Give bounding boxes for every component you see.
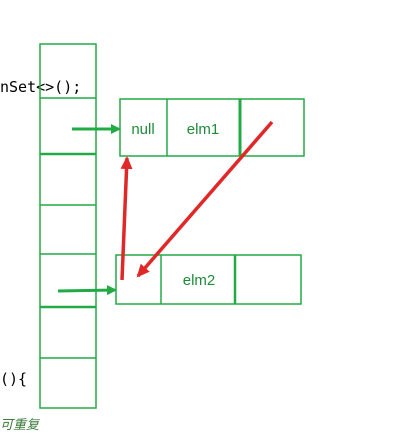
code-line-method: (){	[0, 370, 28, 388]
node-2-cell-elm2: elm2	[183, 272, 216, 289]
bucket-array-outline	[39, 43, 97, 409]
bucket-array	[39, 43, 97, 409]
node-2-prev-to-node-1-arrow	[120, 156, 133, 281]
node-1-cell-elm1: elm1	[187, 121, 220, 138]
footer-caption: 可重复	[0, 418, 40, 433]
node-2-outline	[115, 254, 302, 305]
node-2	[115, 254, 302, 305]
node-1-next-to-node-2-arrow	[136, 120, 274, 278]
node-1-cell-null: null	[131, 121, 154, 138]
bucket-to-node-2-arrow	[57, 285, 117, 296]
